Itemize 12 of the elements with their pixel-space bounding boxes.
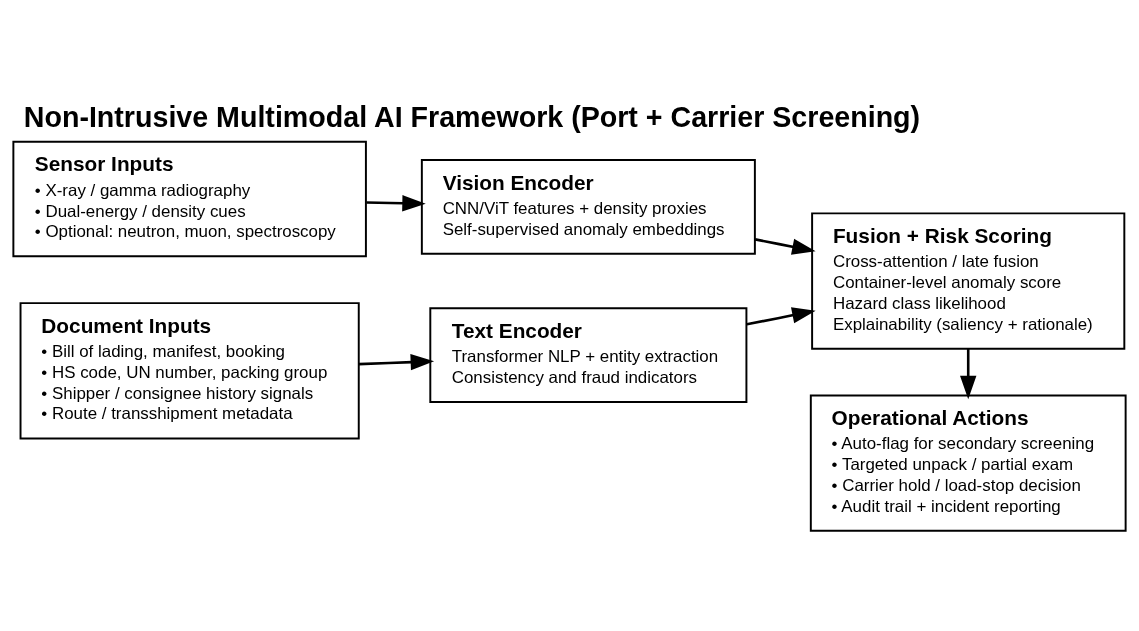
arrow [746,307,816,326]
arrow [366,195,426,212]
diagram-title: Non-Intrusive Multimodal AI Framework (Port + Carrier Screening) [23,101,921,133]
node-box: Sensor Inputs • X-ray / gamma radiography • Dual-energy / density cues • Optional: neutron, muon, spectroscopy [12,140,367,258]
node-box: Document Inputs • Bill of lading, manifest, booking • HS code, UN number, packing group • Shipper / consignee history signals • Route / transshipment metadata [19,302,360,440]
node-box: Fusion + Risk Scoring Cross-attention / late fusion Container-level anomaly score Hazard class likelihood Explainability (saliency + rationale) [811,212,1126,350]
arrow [754,238,816,255]
node-box: Text Encoder Transformer NLP + entity extraction Consistency and fraud indicators [429,307,748,403]
node-box: Operational Actions • Auto-flag for secondary screening • Targeted unpack / partial exam • Carrier hold / load-stop decision • Audit trail + incident reporting [809,394,1127,532]
node-box: Vision Encoder CNN/ViT features + density proxies Self-supervised anomaly embeddings [420,159,756,255]
arrow [960,348,977,400]
arrow [358,353,435,371]
